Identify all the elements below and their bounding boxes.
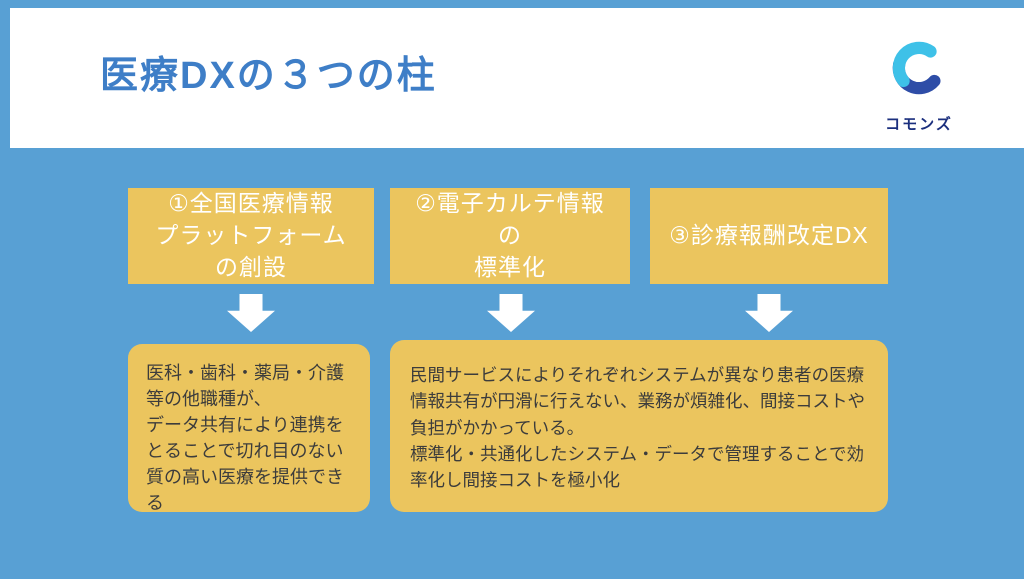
commons-c-icon: [883, 30, 955, 106]
down-arrow-icon: [745, 294, 793, 332]
pillar-box-1: ①全国医療情報 プラットフォーム の創設: [128, 188, 374, 284]
commons-logo: コモンズ: [869, 30, 969, 134]
down-arrow-icon: [487, 294, 535, 332]
detail-box-standardization: 民間サービスによりそれぞれシステムが異なり患者の医療情報共有が円滑に行えない、業…: [390, 340, 888, 512]
header-band: 医療DXの３つの柱 コモンズ: [10, 8, 1024, 148]
pillar-box-2: ②電子カルテ情報 の 標準化: [390, 188, 630, 284]
detail-box-platform: 医科・歯科・薬局・介護等の他職種が、 データ共有により連携をとることで切れ目のな…: [128, 344, 370, 513]
logo-text: コモンズ: [885, 116, 953, 133]
down-arrow-icon: [227, 294, 275, 332]
page-title: 医療DXの３つの柱: [100, 55, 437, 97]
pillar-box-3: ③診療報酬改定DX: [650, 188, 888, 284]
